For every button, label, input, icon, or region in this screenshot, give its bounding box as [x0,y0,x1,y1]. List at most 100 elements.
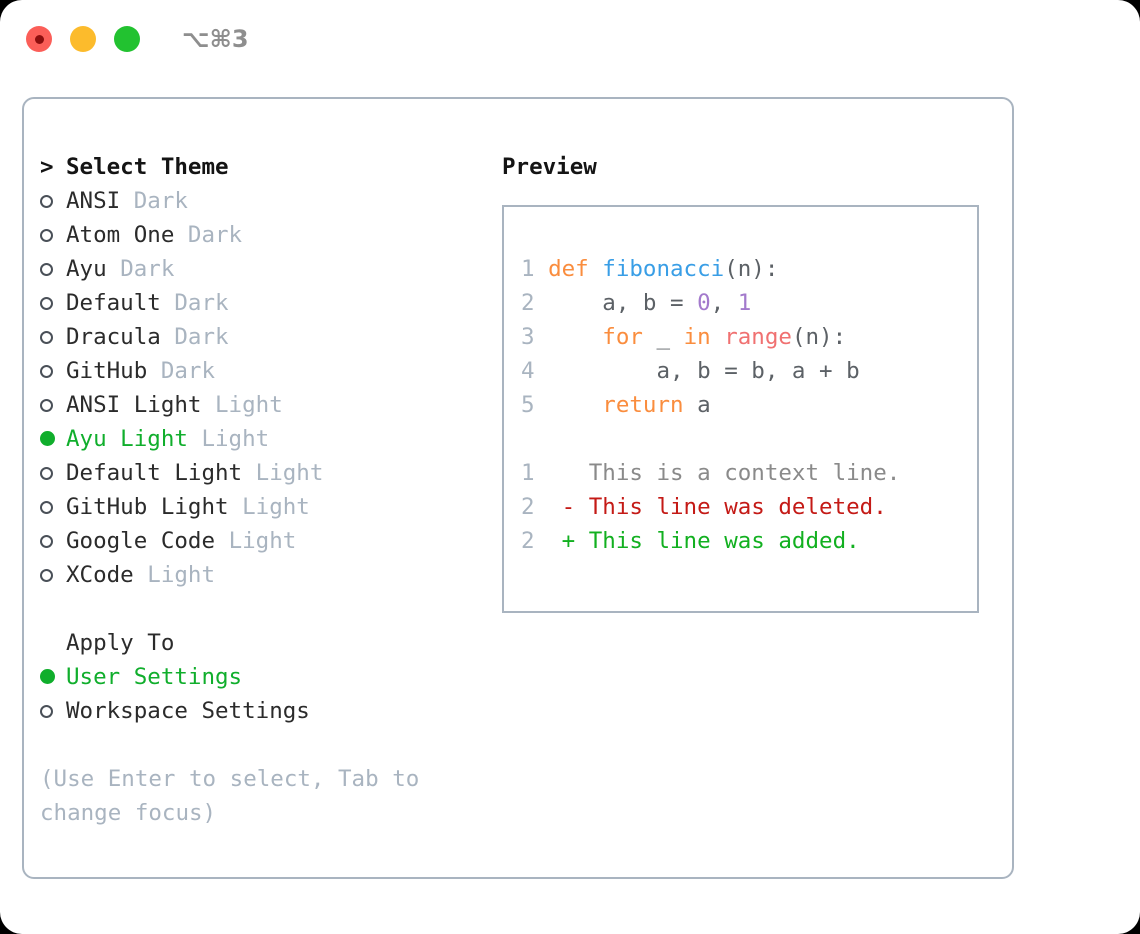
theme-option-kind: Light [255,460,324,486]
theme-option-label: GitHub Light [66,494,229,520]
apply-to-option-label: User Settings [66,664,243,690]
theme-option-kind: Dark [174,324,229,350]
cursor-caret-icon: > [40,154,54,180]
theme-option-dracula[interactable]: Dracula Dark [40,320,470,354]
spacer [242,456,256,490]
spacer [215,524,229,558]
theme-option-label: Atom One [66,222,175,248]
diff-line-ctx: 1 This is a context line. [521,456,971,490]
code-line: 5 return a [521,388,971,422]
select-theme-header: > Select Theme [40,150,470,184]
diff-line-del: 2 - This line was deleted. [521,490,971,524]
theme-option-label: GitHub [66,358,148,384]
diff-sign: + [534,528,589,554]
radio-unselected-icon [40,286,66,320]
radio-glyph [40,467,53,480]
theme-option-label: ANSI [66,188,121,214]
code-line-number: 4 [521,358,535,384]
radio-glyph [40,535,53,548]
diff-line-number: 2 [521,494,535,520]
code-token-pun [548,324,602,350]
theme-option-kind: Light [201,426,270,452]
spacer [120,184,134,218]
code-token-pun [711,324,725,350]
code-token-num: 1 [737,290,752,316]
code-token-pun: , [710,290,738,316]
radio-glyph [40,669,55,684]
theme-option-github[interactable]: GitHub Dark [40,354,470,388]
code-line-number: 3 [521,324,535,350]
apply-to-option-workspace-settings[interactable]: Workspace Settings [40,694,470,728]
diff-line-text: This is a context line. [588,460,901,486]
diff-line-number: 2 [521,528,535,554]
diff-line-text: This line was deleted. [588,494,887,520]
theme-option-ayu[interactable]: Ayu Dark [40,252,470,286]
theme-option-default-light[interactable]: Default Light Light [40,456,470,490]
theme-option-label: XCode [66,562,134,588]
theme-option-kind: Dark [133,188,188,214]
preview-title: Preview [502,154,597,180]
radio-glyph [40,195,53,208]
theme-option-ayu-light[interactable]: Ayu Light Light [40,422,470,456]
close-button[interactable] [26,26,52,52]
theme-option-default[interactable]: Default Dark [40,286,470,320]
theme-option-atom-one[interactable]: Atom One Dark [40,218,470,252]
code-token-txt: _ [642,324,684,350]
keyboard-shortcut-label: ⌥⌘3 [182,25,249,53]
select-theme-header-label: Select Theme [66,154,229,180]
traffic-lights [26,26,140,52]
theme-option-label: Ayu Light [66,426,188,452]
radio-selected-icon [40,660,66,694]
theme-option-ansi[interactable]: ANSI Dark [40,184,470,218]
theme-option-label: Ayu [66,256,107,282]
recording-dot-icon [34,34,44,44]
spacer [229,490,243,524]
code-token-num: 0 [697,290,711,316]
radio-glyph [40,501,53,514]
theme-option-github-light[interactable]: GitHub Light Light [40,490,470,524]
theme-option-label: ANSI Light [66,392,202,418]
theme-option-kind: Dark [160,358,216,384]
spacer [161,320,175,354]
maximize-button[interactable] [114,26,140,52]
radio-glyph [40,365,53,378]
diff-line-number: 1 [521,460,535,486]
radio-glyph [40,431,55,446]
radio-glyph [40,569,53,582]
diff-sign [535,460,589,486]
theme-option-kind: Dark [120,256,175,282]
code-line: 3 for _ in range(n): [521,320,971,354]
spacer [174,218,188,252]
theme-option-google-code[interactable]: Google Code Light [40,524,470,558]
radio-unselected-icon [40,524,66,558]
spacer [161,286,175,320]
code-line-number: 1 [521,256,535,282]
theme-option-xcode[interactable]: XCode Light [40,558,470,592]
theme-option-kind: Dark [174,290,229,316]
theme-option-label: Default Light [66,460,243,486]
code-token-kw: def [548,256,589,282]
spacer [201,388,215,422]
radio-glyph [40,705,53,718]
code-token-pun: (n): [791,324,847,350]
keyboard-hint-text: (Use Enter to select, Tab to change focu… [40,766,433,826]
theme-option-kind: Light [228,528,297,554]
code-token-fn: fibonacci [602,256,725,282]
code-token-call: range [724,324,792,350]
diff-sign: - [534,494,589,520]
code-token-txt: a, b = [548,290,698,316]
code-token-kw: for [602,324,643,350]
minimize-button[interactable] [70,26,96,52]
theme-option-label: Dracula [66,324,161,350]
spacer [134,558,148,592]
code-line: 1 def fibonacci(n): [521,252,971,286]
code-token-txt: a, b = b, a + b [548,358,860,384]
apply-to-title: Apply To [66,630,175,656]
theme-option-ansi-light[interactable]: ANSI Light Light [40,388,470,422]
theme-option-kind: Light [215,392,283,418]
code-token-pun [548,392,602,418]
apply-to-option-user-settings[interactable]: User Settings [40,660,470,694]
